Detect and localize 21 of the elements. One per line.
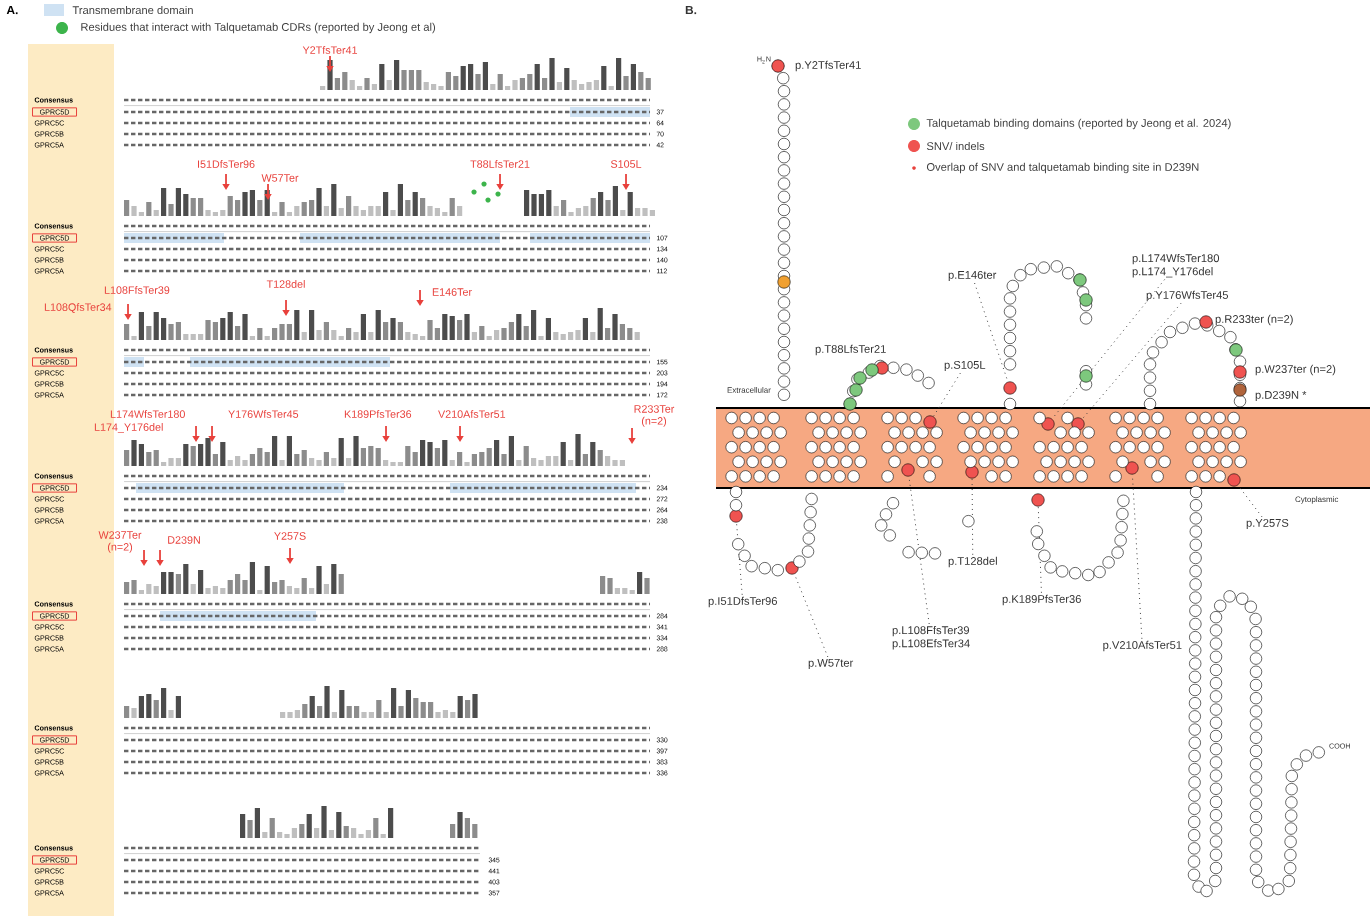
mutated-residue <box>729 509 743 523</box>
mutated-residue <box>1041 417 1055 431</box>
mutated-residue <box>1031 493 1045 507</box>
leader-line <box>1037 506 1042 594</box>
mutated-residue <box>923 415 937 429</box>
leader-line <box>793 573 829 658</box>
mutated-residue <box>785 561 799 575</box>
leader-line <box>736 521 743 596</box>
leader-line <box>1131 473 1143 640</box>
leader-line <box>1237 484 1263 518</box>
leader-line <box>1051 279 1166 420</box>
mutated-residue <box>965 465 979 479</box>
leader-line <box>1081 302 1182 420</box>
mutated-residue <box>1125 461 1139 475</box>
mutated-residue <box>1227 473 1241 487</box>
leader-line <box>971 478 974 556</box>
leader-line <box>974 282 1009 383</box>
mutated-residue <box>901 463 915 477</box>
leader-line <box>908 475 930 625</box>
leader-line <box>932 372 961 417</box>
mutated-residue <box>1003 381 1017 395</box>
